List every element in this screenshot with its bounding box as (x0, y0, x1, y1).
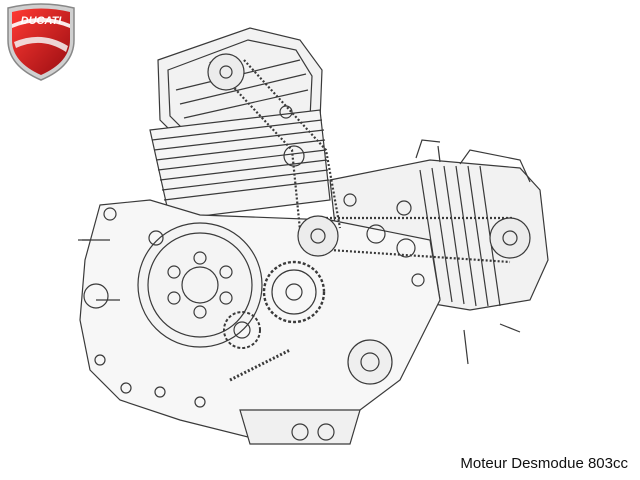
diagram-caption: Moteur Desmodue 803cc (460, 455, 628, 472)
case-bolts (83, 105, 425, 408)
oil-sump (239, 409, 361, 445)
spring-assembly (229, 348, 291, 382)
tensioner-pulley (283, 145, 416, 258)
clutch-housing (137, 222, 263, 348)
timing-belt-upper (209, 59, 342, 231)
small-gear (223, 311, 261, 349)
studs (78, 145, 469, 365)
pulley-front (489, 217, 531, 259)
logo-wordmark: DUCATI (21, 15, 63, 27)
pulley-center (297, 215, 339, 257)
crankcase (79, 199, 441, 441)
oil-pump (347, 339, 393, 385)
primary-gear (262, 260, 326, 324)
pulley-upper (207, 53, 245, 91)
upper-cylinder-fins (149, 109, 331, 221)
ducati-logo: DUCATI (7, 3, 75, 81)
